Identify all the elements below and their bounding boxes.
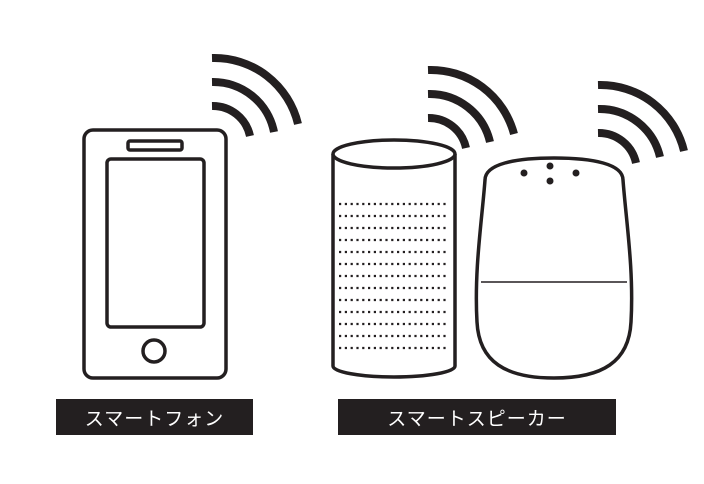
wireless-signal-icon xyxy=(597,80,688,165)
smartphone-label: スマートフォン xyxy=(56,399,253,435)
wireless-signal-icon xyxy=(211,53,302,138)
dome-speaker-icon xyxy=(474,156,634,380)
cylinder-speaker-icon xyxy=(331,138,457,379)
smart-speaker-label: スマートスピーカー xyxy=(338,399,616,435)
smartphone-icon xyxy=(82,128,228,380)
wireless-signal-icon xyxy=(427,65,518,150)
